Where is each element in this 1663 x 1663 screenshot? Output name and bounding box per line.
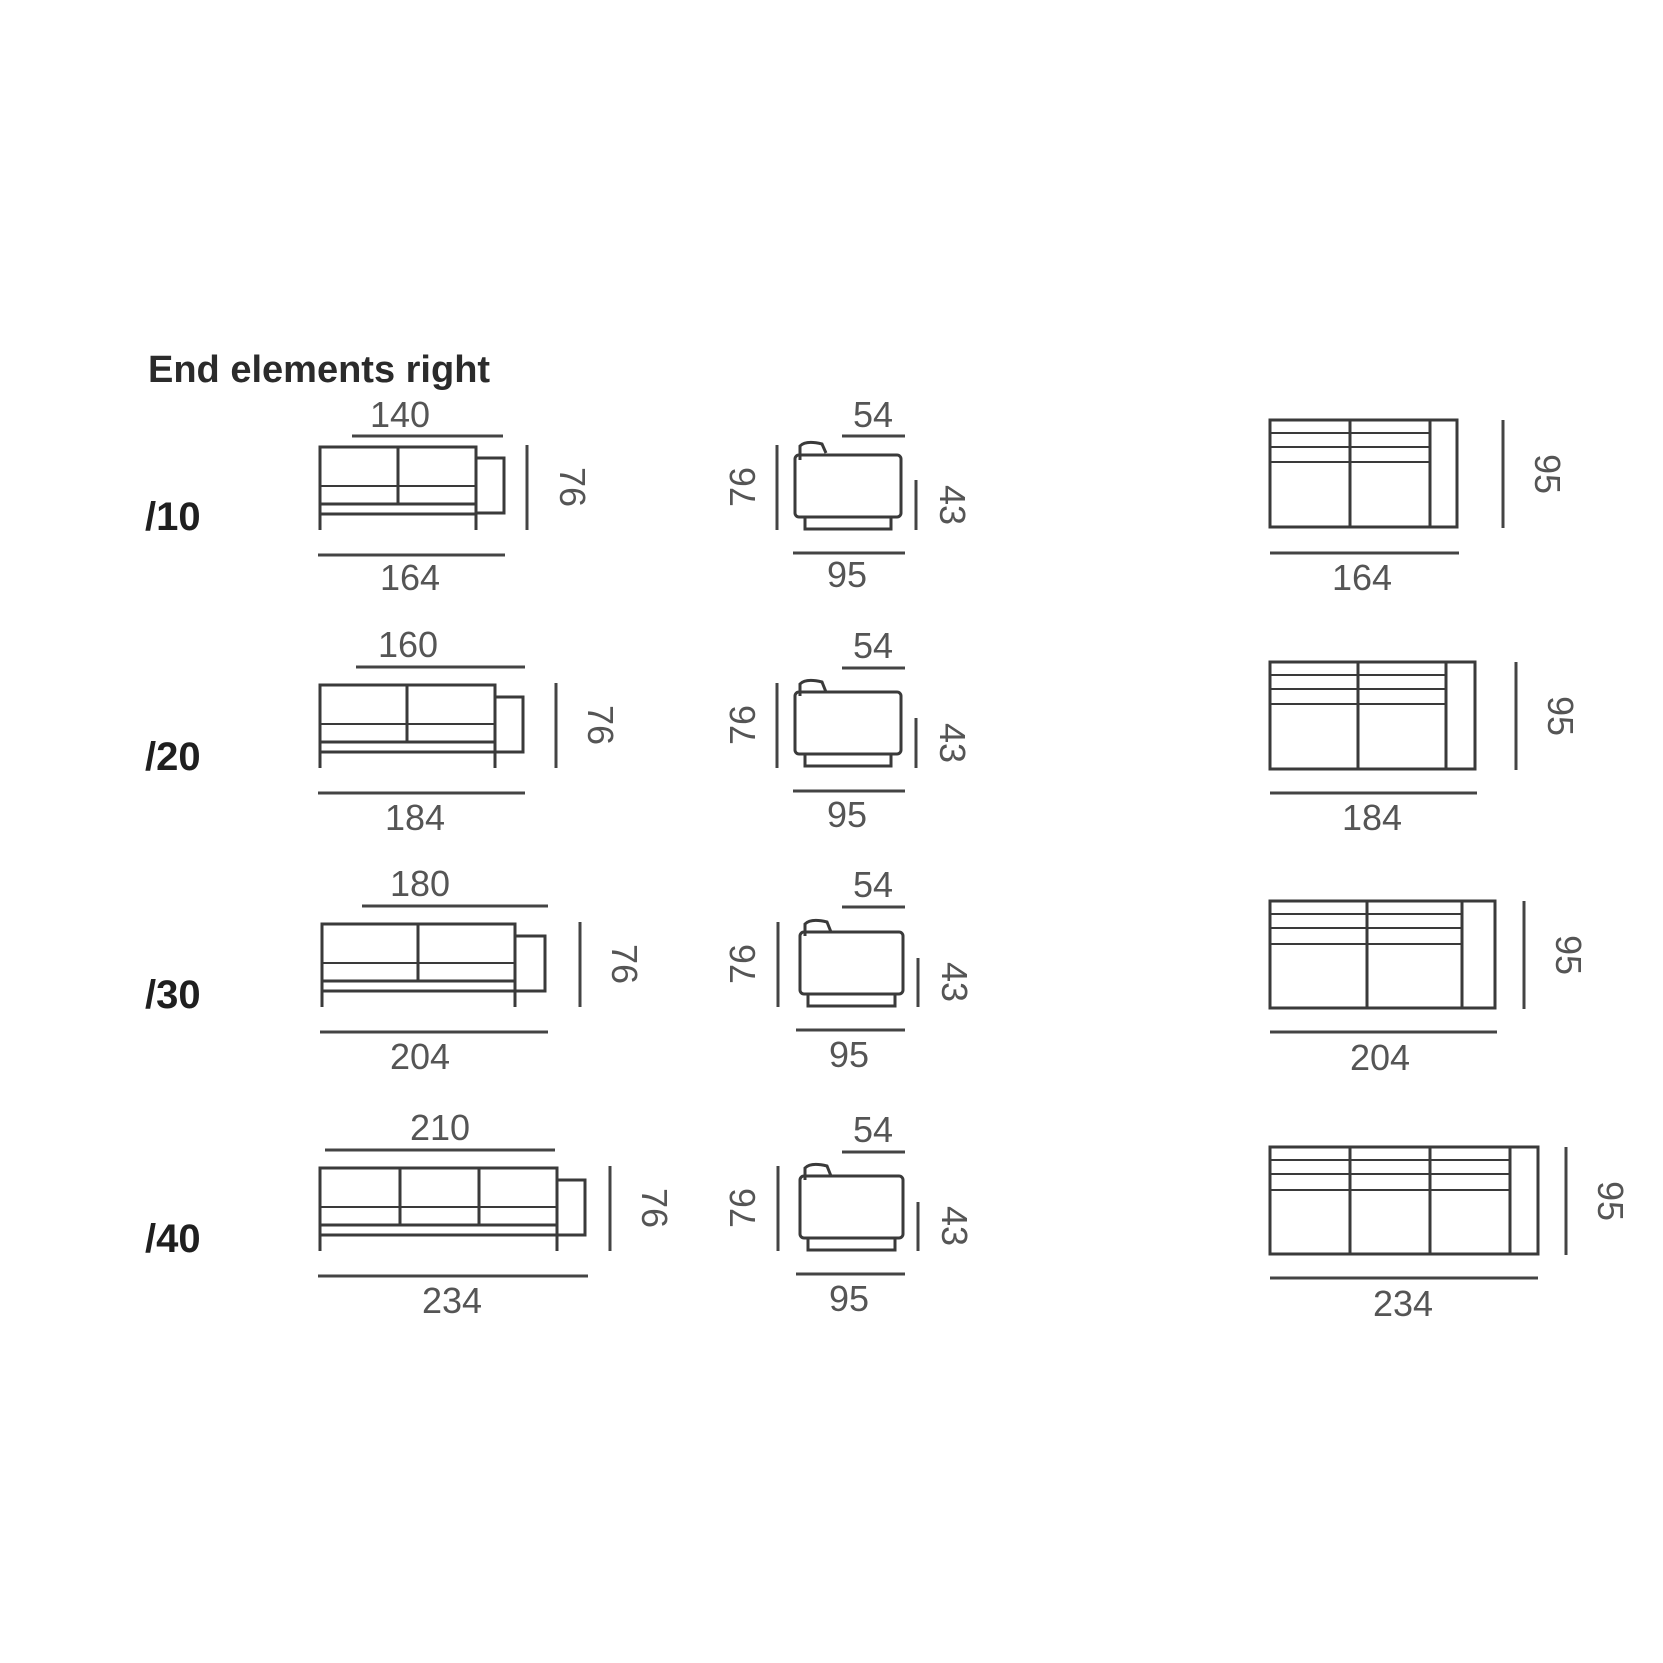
dimension-width: 184 — [1342, 797, 1402, 838]
armrest — [493, 695, 525, 754]
seat-base — [318, 740, 497, 754]
dimension-top: 54 — [853, 864, 893, 905]
dimension-top: 54 — [853, 625, 893, 666]
row-code: /10 — [145, 495, 201, 539]
side-body — [793, 690, 903, 756]
backrest — [318, 1166, 559, 1227]
dimension-width: 204 — [390, 1036, 450, 1077]
dimension-depth: 95 — [829, 1278, 869, 1319]
dimension-top: 54 — [853, 394, 893, 435]
row-code: /40 — [145, 1217, 201, 1261]
dimension-top: 210 — [410, 1107, 470, 1148]
side-view-sofa: 54 76 43 95 — [722, 1109, 975, 1319]
front-view-sofa: 140 76 164 — [318, 394, 593, 598]
side-body — [798, 930, 905, 996]
row-10: /10 140 76 164 54 76 43 — [145, 394, 1568, 598]
seat-base — [318, 1223, 559, 1237]
dimension-width: 164 — [1332, 557, 1392, 598]
dimension-width: 204 — [1350, 1037, 1410, 1078]
dimension-depth: 95 — [1540, 696, 1581, 736]
armrest — [513, 934, 547, 993]
plan-view-sofa: 95 234 — [1268, 1145, 1631, 1324]
dimension-height: 76 — [634, 1188, 675, 1228]
plan-view-sofa: 95 184 — [1268, 660, 1581, 838]
dimension-depth: 95 — [1548, 935, 1589, 975]
plan-outline — [1268, 418, 1459, 529]
row-code: /30 — [145, 973, 201, 1017]
dimension-depth: 95 — [1590, 1181, 1631, 1221]
front-view-sofa: 210 76 234 — [318, 1107, 675, 1321]
side-view-sofa: 54 76 43 95 — [722, 394, 973, 595]
dimension-seat: 43 — [934, 1206, 975, 1246]
dimension-height: 76 — [722, 705, 763, 745]
front-view-sofa: 180 76 204 — [320, 863, 645, 1077]
dimension-height: 76 — [722, 467, 763, 507]
dimension-top: 140 — [370, 394, 430, 435]
dimension-width: 234 — [1373, 1283, 1433, 1324]
dimension-depth: 95 — [1527, 454, 1568, 494]
dimension-seat: 43 — [934, 962, 975, 1002]
plan-outline — [1268, 1145, 1540, 1256]
sheet-title: End elements right — [148, 349, 490, 391]
plan-outline — [1268, 660, 1477, 771]
plan-view-sofa: 95 164 — [1268, 418, 1568, 598]
side-view-sofa: 54 76 43 95 — [722, 864, 975, 1075]
row-code: /20 — [145, 735, 201, 779]
dimension-height: 76 — [722, 944, 763, 984]
side-body — [793, 453, 903, 519]
armrest — [474, 456, 506, 515]
dimension-depth: 95 — [829, 1034, 869, 1075]
dimension-seat: 43 — [932, 723, 973, 763]
dimension-height: 76 — [604, 944, 645, 984]
armrest — [555, 1178, 587, 1237]
dimension-top: 180 — [390, 863, 450, 904]
dimension-top: 54 — [853, 1109, 893, 1150]
seat-base — [320, 979, 517, 993]
dimension-height: 76 — [580, 705, 621, 745]
dimension-width: 234 — [422, 1280, 482, 1321]
row-40: /40 210 76 234 54 76 43 — [145, 1107, 1631, 1324]
dimension-width: 184 — [385, 797, 445, 838]
row-30: /30 180 76 204 54 76 43 — [145, 863, 1589, 1078]
dimension-height: 76 — [552, 467, 593, 507]
seat-base — [318, 502, 478, 516]
dimension-height: 76 — [722, 1188, 763, 1228]
dimension-seat: 43 — [932, 485, 973, 525]
row-20: /20 160 76 184 54 76 43 — [145, 624, 1581, 838]
front-view-sofa: 160 76 184 — [318, 624, 621, 838]
dimension-depth: 95 — [827, 794, 867, 835]
plan-outline — [1268, 899, 1497, 1010]
dimension-top: 160 — [378, 624, 438, 665]
side-view-sofa: 54 76 43 95 — [722, 625, 973, 835]
side-body — [798, 1174, 905, 1240]
plan-view-sofa: 95 204 — [1268, 899, 1589, 1078]
dimension-depth: 95 — [827, 554, 867, 595]
dimension-width: 164 — [380, 557, 440, 598]
